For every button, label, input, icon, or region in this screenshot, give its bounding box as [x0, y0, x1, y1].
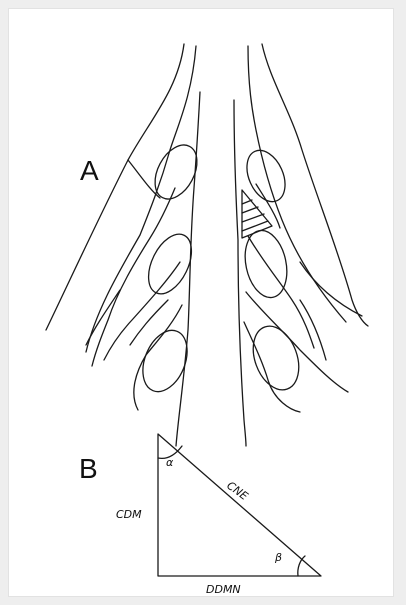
panel-a-label: A: [80, 155, 99, 186]
right-triangle: [158, 434, 321, 576]
horizontal-side-label: DDMN: [206, 583, 241, 596]
angle-beta-label: β: [274, 551, 282, 564]
right-fiber-bundle: [234, 44, 368, 446]
panel-a-cell-sketch: A: [46, 44, 368, 446]
hypotenuse-label: CNE: [224, 479, 250, 503]
panel-b-triangle-diagram: B α β CNE CDM DDMN: [79, 434, 321, 596]
angle-alpha-label: α: [166, 456, 174, 469]
panel-b-label: B: [79, 453, 98, 484]
right-nuclei: [239, 144, 307, 396]
left-fiber-bundle: [46, 44, 200, 446]
vertical-side-label: CDM: [116, 508, 142, 521]
